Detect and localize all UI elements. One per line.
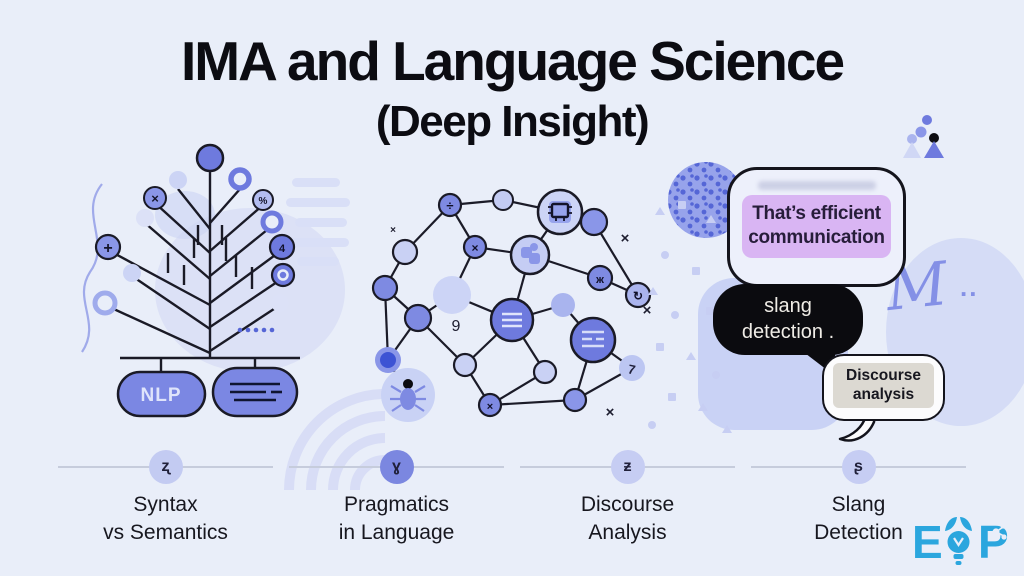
label-line1: Slang bbox=[831, 493, 886, 516]
plus-glyph: + bbox=[103, 240, 112, 257]
label-line2: vs Semantics bbox=[103, 520, 228, 544]
semantic-network-illustration: ÷ × ж ↻ bbox=[371, 188, 652, 422]
cut-glyph: × bbox=[151, 191, 159, 206]
footer-item-slang: ʂ Slang Detection bbox=[743, 448, 974, 558]
speech-bubble-efficient: That’s efficient communication bbox=[727, 167, 906, 287]
page-title: IMA and Language Science bbox=[180, 30, 845, 92]
walker-glyph: ж bbox=[595, 274, 604, 286]
bubble-tail-discourse bbox=[838, 417, 876, 442]
dotted-circle-decoration bbox=[668, 162, 744, 238]
four-glyph: 4 bbox=[279, 243, 286, 255]
label-line1: Pragmatics bbox=[343, 493, 450, 516]
lightbulb-icon bbox=[945, 517, 972, 565]
label-line2: Detection bbox=[814, 520, 903, 544]
svg-text:×: × bbox=[390, 225, 396, 236]
logo-letter-e: E bbox=[912, 516, 943, 568]
nlp-label: NLP bbox=[141, 385, 182, 406]
bug-icon bbox=[390, 379, 426, 412]
discourse-line1: Discourse bbox=[846, 367, 921, 384]
label-line1: Discourse bbox=[580, 493, 675, 516]
logo-letter-p-group: P bbox=[978, 516, 1009, 568]
confetti-decoration bbox=[648, 201, 732, 433]
efficient-text: That’s efficient communication bbox=[748, 203, 885, 248]
footer-item-pragmatics: ɣ Pragmatics in Language bbox=[281, 448, 512, 558]
nlp-pill: NLP bbox=[116, 370, 207, 418]
speech-bubble-slang: slang detection . bbox=[713, 284, 863, 355]
puzzle-node bbox=[509, 234, 551, 276]
text-lines-pill bbox=[211, 366, 299, 418]
svg-text:×: × bbox=[606, 404, 615, 421]
label-line2: Analysis bbox=[588, 520, 667, 544]
tree-watermark-decoration bbox=[155, 178, 350, 372]
dots-row bbox=[237, 327, 275, 333]
ghost-text bbox=[757, 181, 876, 190]
divide-glyph: ÷ bbox=[446, 198, 453, 213]
text-lines-icon bbox=[230, 382, 282, 402]
discourse-line2: analysis bbox=[852, 386, 915, 404]
speech-bubble-discourse: Discourse analysis bbox=[822, 354, 945, 421]
molecule-icon bbox=[992, 523, 1007, 540]
seven-glyph: 7 bbox=[627, 361, 637, 377]
pragmatics-icon-glyph: ɣ bbox=[392, 458, 401, 475]
gray-highlight-box: Discourse analysis bbox=[833, 363, 934, 408]
refresh-glyph: ↻ bbox=[633, 289, 643, 303]
pragmatics-icon: ɣ bbox=[379, 450, 414, 484]
slang-icon-glyph: ʂ bbox=[854, 458, 863, 475]
network-nodes: ÷ × ж ↻ bbox=[371, 188, 652, 422]
menu-lines-node bbox=[489, 297, 535, 343]
evp-logo: E P bbox=[912, 516, 1009, 568]
svg-text:×: × bbox=[621, 230, 630, 247]
discourse-icon: ƶ bbox=[610, 450, 645, 484]
tree-nodes: × % + 4 bbox=[92, 143, 296, 333]
highlight-box: That’s efficient communication bbox=[742, 195, 891, 258]
x-marks: × × × × bbox=[390, 225, 652, 421]
footer-label: Discourse Analysis bbox=[512, 491, 743, 546]
multiply-glyph: × bbox=[471, 241, 478, 255]
label-line2: in Language bbox=[338, 520, 455, 544]
list-lines-node bbox=[569, 316, 617, 364]
slang-line2: detection . bbox=[741, 321, 835, 343]
multiply-glyph-2: × bbox=[487, 401, 493, 413]
svg-text:×: × bbox=[643, 302, 652, 319]
footer-label: Slang Detection bbox=[743, 491, 974, 546]
page-subtitle: (Deep Insight) bbox=[375, 97, 650, 146]
node-number: 9 bbox=[452, 318, 461, 335]
footer-legend: ʐ Syntax vs Semantics ɣ Pragmatics in La… bbox=[50, 448, 974, 558]
slang-icon: ʂ bbox=[841, 450, 876, 484]
syntax-icon-glyph: ʐ bbox=[161, 458, 170, 475]
slang-line1: slang bbox=[764, 295, 812, 317]
discourse-icon-glyph: ƶ bbox=[623, 458, 632, 475]
percent-glyph: % bbox=[259, 196, 268, 207]
tree-branches bbox=[104, 169, 300, 374]
people-icons bbox=[903, 115, 944, 158]
footer-label: Pragmatics in Language bbox=[281, 491, 512, 546]
chip-node bbox=[536, 188, 584, 236]
syntax-icon: ʐ bbox=[148, 450, 183, 484]
monogram-dots: .. bbox=[960, 272, 979, 302]
squiggle-decoration bbox=[81, 183, 103, 353]
footer-item-discourse: ƶ Discourse Analysis bbox=[512, 448, 743, 558]
label-line1: Syntax bbox=[133, 493, 198, 516]
footer-item-syntax-semantics: ʐ Syntax vs Semantics bbox=[50, 448, 281, 558]
syntax-tree-illustration: × % + 4 NLP bbox=[92, 143, 300, 418]
footer-label: Syntax vs Semantics bbox=[50, 491, 281, 546]
